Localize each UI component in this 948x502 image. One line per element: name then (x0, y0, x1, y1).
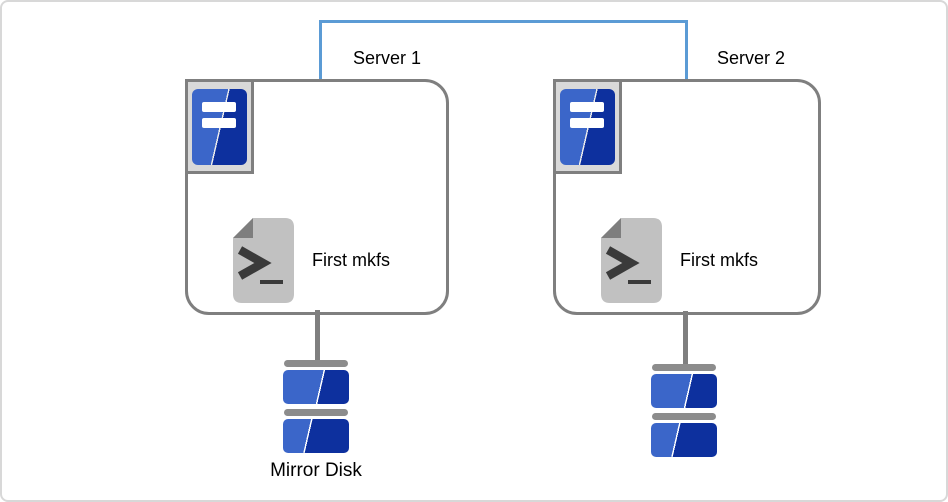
server-tower-icon (185, 79, 254, 174)
server-tower-body (560, 89, 615, 165)
disk-volume (651, 374, 717, 408)
disk-platter-bar (652, 413, 716, 420)
server-slot (570, 102, 604, 112)
disk-volume (283, 370, 349, 404)
server2-mkfs-label: First mkfs (680, 250, 758, 270)
server-slot (202, 118, 236, 128)
server2-box: First mkfs (553, 79, 821, 315)
server2-label: Server 2 (716, 48, 786, 68)
mirror-disk-label: Mirror Disk (270, 460, 362, 481)
server-slot (202, 102, 236, 112)
shell-script-icon (233, 218, 294, 303)
mirror-disk-icon (651, 364, 717, 457)
server1-disk-connector (315, 310, 320, 360)
disk-platter-bar (284, 360, 348, 367)
disk-platter-bar (652, 364, 716, 371)
server-slot (570, 118, 604, 128)
disk-volume (651, 423, 717, 457)
server-tower-body (192, 89, 247, 165)
disk-volume (283, 419, 349, 453)
server2-disk-connector (683, 311, 688, 364)
shell-script-icon (601, 218, 662, 303)
server1-box: First mkfs (185, 79, 449, 315)
disk-platter-bar (284, 409, 348, 416)
server-tower-icon (553, 79, 622, 174)
server2-mkfs-row: First mkfs (600, 217, 758, 304)
server1-mkfs-label: First mkfs (312, 250, 390, 270)
server1-mkfs-row: First mkfs (232, 217, 390, 304)
mirror-disk-icon (283, 360, 349, 453)
server1-label: Server 1 (352, 48, 422, 68)
